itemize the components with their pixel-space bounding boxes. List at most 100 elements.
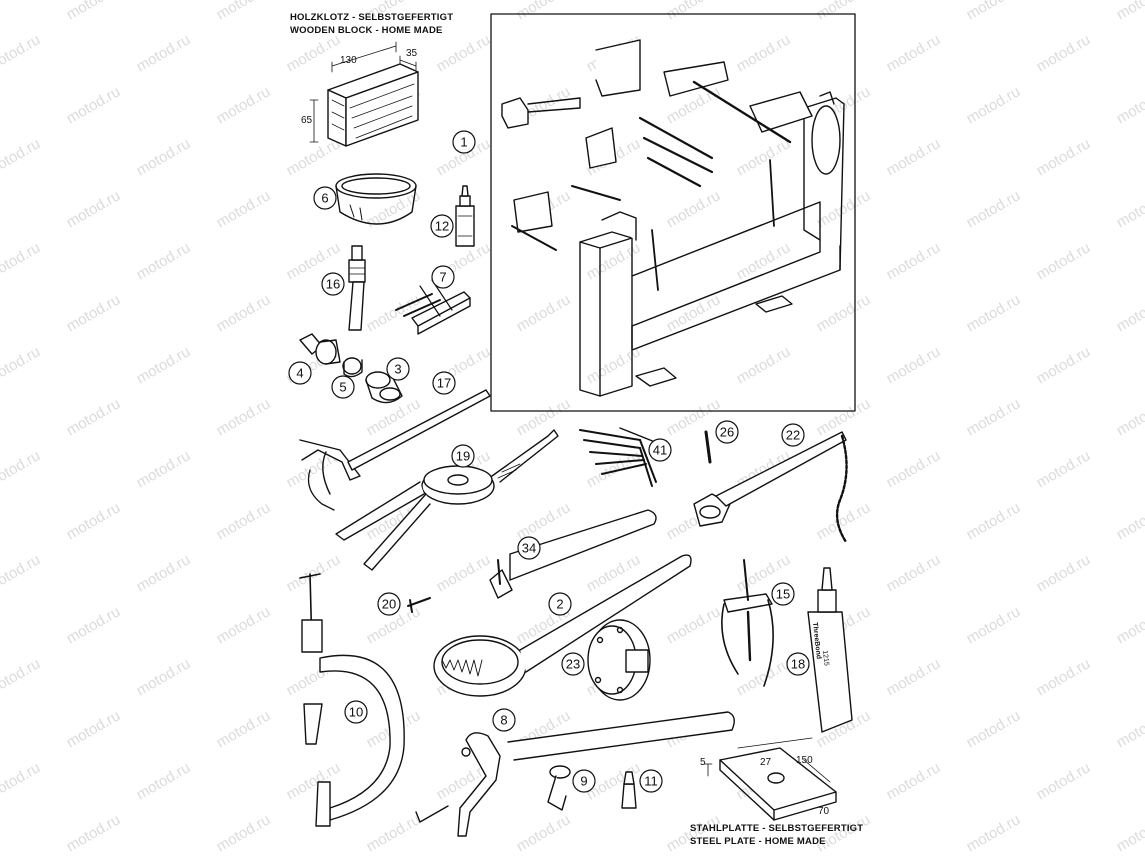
- watermark-text: motod.ru: [364, 811, 424, 855]
- callout-circle-16: [321, 272, 345, 296]
- watermark-text: motod.ru: [884, 759, 944, 803]
- watermark-text: motod.ru: [814, 395, 874, 439]
- watermark-text: motod.ru: [284, 759, 344, 803]
- callout-number-7: 7: [439, 270, 446, 285]
- watermark-text: motod.ru: [964, 187, 1024, 231]
- puller-16-drawing: [348, 245, 366, 331]
- sleeves-drawing: [299, 333, 403, 404]
- watermark-text: motod.ru: [0, 655, 43, 699]
- watermark-text: motod.ru: [964, 0, 1024, 23]
- tube-code-label: 1215: [821, 650, 830, 667]
- c-clamp-10-drawing: [299, 573, 405, 827]
- engine-stand-drawing: [501, 39, 845, 397]
- dim-block-length: 130: [340, 55, 357, 66]
- watermark-text: motod.ru: [734, 343, 794, 387]
- watermark-text: motod.ru: [884, 655, 944, 699]
- flywheel-puller-23-drawing: [587, 619, 651, 701]
- callout-number-6: 6: [321, 191, 328, 206]
- watermark-text: motod.ru: [1114, 291, 1145, 335]
- watermark-text: motod.ru: [214, 811, 274, 855]
- watermark-text: motod.ru: [884, 447, 944, 491]
- callout-circle-23: [561, 652, 585, 676]
- caption-wooden-block-en: WOODEN BLOCK - HOME MADE: [290, 25, 443, 36]
- watermark-text: motod.ru: [64, 811, 124, 855]
- watermark-text: motod.ru: [1114, 395, 1145, 439]
- dim-plate-length: 150: [796, 755, 813, 766]
- caption-steel-plate-en: STEEL PLATE - HOME MADE: [690, 836, 826, 847]
- callout-circle-6: [313, 186, 337, 210]
- watermark-text: motod.ru: [0, 759, 43, 803]
- callout-circle-7: [431, 265, 455, 289]
- callout-circle-20: [377, 592, 401, 616]
- watermark-text: motod.ru: [1114, 83, 1145, 127]
- callout-number-18: 18: [791, 657, 805, 672]
- watermark-text: motod.ru: [964, 291, 1024, 335]
- watermark-text: motod.ru: [1034, 31, 1094, 75]
- caption-steel-plate-de: STAHLPLATTE - SELBSTGEFERTIGT: [690, 823, 864, 834]
- watermark-text: motod.ru: [514, 291, 574, 335]
- watermark-text: motod.ru: [734, 239, 794, 283]
- watermark-text: motod.ru: [134, 655, 194, 699]
- watermark-text: motod.ru: [964, 395, 1024, 439]
- callout-circle-17: [432, 371, 456, 395]
- watermark-text: motod.ru: [734, 135, 794, 179]
- callout-number-17: 17: [437, 376, 451, 391]
- wooden-block-drawing: [309, 41, 419, 147]
- ring-tool-drawing: [335, 173, 417, 225]
- watermark-text: motod.ru: [64, 0, 124, 23]
- dim-plate-width: 70: [818, 806, 830, 817]
- loctite-bottle-drawing: [455, 185, 475, 247]
- callout-circle-12: [430, 214, 454, 238]
- watermark-text: motod.ru: [0, 31, 43, 75]
- watermark-text: motod.ru: [814, 187, 874, 231]
- watermark-text: motod.ru: [964, 499, 1024, 543]
- callout-circle-1: [452, 130, 476, 154]
- callout-number-20: 20: [382, 597, 396, 612]
- callout-number-9: 9: [580, 774, 587, 789]
- callout-circle-26: [715, 420, 739, 444]
- watermark-text: motod.ru: [1114, 187, 1145, 231]
- watermark-text: motod.ru: [814, 291, 874, 335]
- watermark-text: motod.ru: [964, 603, 1024, 647]
- watermark-text: motod.ru: [664, 291, 724, 335]
- watermark-text: motod.ru: [64, 83, 124, 127]
- strap-wrench-34-drawing: [489, 509, 657, 599]
- watermark-text: motod.ru: [64, 707, 124, 751]
- callout-circle-22: [781, 423, 805, 447]
- watermark-text: motod.ru: [514, 811, 574, 855]
- engine-stand-frame: [490, 13, 856, 412]
- pin-26-drawing: [704, 430, 712, 464]
- callout-number-26: 26: [720, 425, 734, 440]
- watermark-text: motod.ru: [0, 343, 43, 387]
- watermark-text: motod.ru: [664, 603, 724, 647]
- watermark-text: motod.ru: [1034, 343, 1094, 387]
- watermark-text: motod.ru: [964, 83, 1024, 127]
- watermark-text: motod.ru: [214, 291, 274, 335]
- callout-number-34: 34: [522, 541, 536, 556]
- bent-tool-8-drawing: [415, 711, 735, 837]
- watermark-text: motod.ru: [664, 0, 724, 23]
- dim-plate-hole: 27: [760, 757, 772, 768]
- callout-number-5: 5: [339, 380, 346, 395]
- callout-circle-5: [331, 375, 355, 399]
- watermark-text: motod.ru: [1034, 655, 1094, 699]
- callout-circle-3: [386, 357, 410, 381]
- callout-circle-18: [786, 652, 810, 676]
- dim-block-height: 65: [301, 115, 313, 126]
- watermark-text: motod.ru: [1114, 811, 1145, 855]
- callout-circle-15: [771, 582, 795, 606]
- watermark-text: motod.ru: [64, 395, 124, 439]
- watermark-text: motod.ru: [214, 707, 274, 751]
- clutch-holder-2-drawing: [433, 554, 692, 697]
- watermark-text: motod.ru: [0, 135, 43, 179]
- watermark-text: motod.ru: [884, 551, 944, 595]
- callout-number-4: 4: [296, 366, 303, 381]
- watermark-text: motod.ru: [1114, 603, 1145, 647]
- callout-number-23: 23: [566, 657, 580, 672]
- watermark-text: motod.ru: [0, 447, 43, 491]
- watermark-text: motod.ru: [1034, 759, 1094, 803]
- callout-circle-4: [288, 361, 312, 385]
- dim-block-width: 35: [406, 48, 418, 59]
